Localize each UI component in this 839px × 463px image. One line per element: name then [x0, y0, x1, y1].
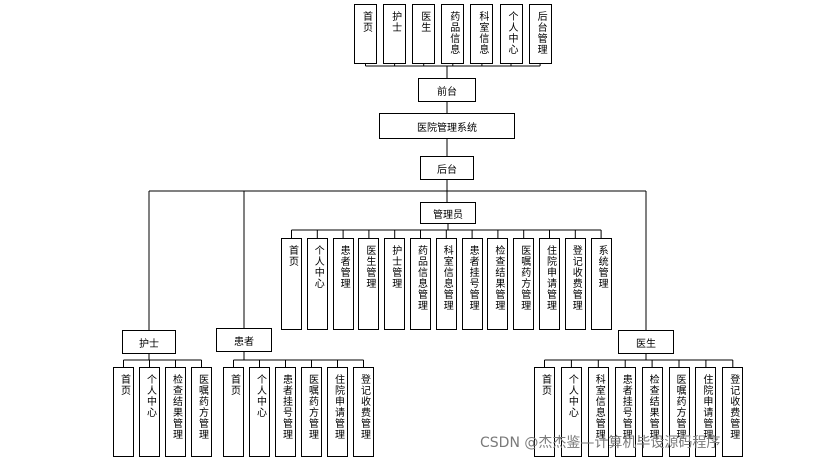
module-label: 个人中心 [312, 245, 324, 289]
module-box: 医生管理 [358, 238, 380, 330]
module-label: 患者挂号管理 [620, 374, 632, 440]
module-label: 住院申请管理 [700, 374, 712, 440]
module-box: 住院申请管理 [539, 238, 560, 330]
module-label: 登记收费管理 [570, 245, 582, 311]
module-label: 个人中心 [566, 374, 578, 418]
front-label: 前台 [437, 86, 457, 98]
module-box: 首页 [354, 4, 377, 64]
module-box: 登记收费管理 [564, 238, 586, 330]
module-box: 医嘱药方管理 [668, 367, 690, 457]
module-box: 医嘱药方管理 [513, 238, 535, 330]
module-label: 患者管理 [338, 245, 350, 289]
module-label: 首页 [360, 11, 372, 33]
module-box: 医生 [412, 4, 436, 64]
module-box: 科室信息 [470, 4, 494, 64]
admin-box: 管理员 [420, 202, 476, 224]
module-label: 患者挂号管理 [280, 374, 292, 440]
module-box: 首页 [534, 367, 555, 457]
module-label: 医生管理 [363, 245, 375, 289]
module-box: 科室信息管理 [587, 367, 609, 457]
module-box: 护士管理 [384, 238, 406, 330]
csdn-watermark: CSDN @杰杰鉴—计算机毕设源码程序 [480, 435, 721, 451]
module-box: 患者挂号管理 [275, 367, 296, 457]
module-box: 患者挂号管理 [614, 367, 636, 457]
doctor-label: 医生 [636, 338, 656, 350]
module-box: 住院申请管理 [327, 367, 348, 457]
module-label: 医嘱药方管理 [674, 374, 685, 440]
module-box: 检查结果管理 [165, 367, 186, 457]
module-label: 首页 [118, 374, 130, 396]
module-box: 患者挂号管理 [461, 238, 483, 330]
module-label: 系统管理 [596, 245, 608, 289]
module-label: 检查结果管理 [170, 374, 182, 440]
module-label: 检查结果管理 [492, 245, 504, 311]
front-box: 前台 [418, 78, 476, 102]
module-label: 医嘱药方管理 [196, 374, 208, 440]
module-label: 护士 [389, 11, 401, 33]
module-box: 检查结果管理 [641, 367, 663, 457]
module-label: 首页 [286, 245, 298, 267]
module-label: 住院申请管理 [332, 374, 344, 440]
module-box: 首页 [223, 367, 244, 457]
nurse-label: 护士 [139, 338, 159, 350]
module-box: 医嘱药方管理 [301, 367, 322, 457]
module-label: 护士管理 [389, 245, 401, 289]
module-box: 个人中心 [560, 367, 582, 457]
module-box: 医嘱药方管理 [191, 367, 212, 457]
patient-box: 患者 [216, 328, 272, 352]
module-label: 首页 [539, 374, 551, 396]
module-box: 检查结果管理 [487, 238, 509, 330]
module-label: 患者挂号管理 [467, 245, 479, 311]
module-box: 系统管理 [590, 238, 612, 330]
system-label: 医院管理系统 [417, 122, 477, 134]
module-box: 患者管理 [332, 238, 354, 330]
module-box: 个人中心 [499, 4, 523, 64]
module-label: 个人中心 [144, 374, 156, 418]
module-label: 首页 [228, 374, 240, 396]
module-box: 首页 [281, 238, 302, 330]
module-label: 科室信息管理 [593, 374, 605, 440]
module-label: 个人中心 [254, 374, 266, 418]
module-box: 首页 [113, 367, 134, 457]
module-box: 护士 [383, 4, 407, 64]
module-label: 医嘱药方管理 [306, 374, 318, 440]
module-label: 药品信息管理 [415, 245, 427, 311]
module-label: 科室信息管理 [441, 245, 453, 311]
module-box: 个人中心 [139, 367, 160, 457]
back-box: 后台 [420, 156, 474, 180]
module-label: 后台管理 [535, 11, 547, 55]
module-box: 登记收费管理 [722, 367, 744, 457]
module-box: 个人中心 [249, 367, 270, 457]
doctor-box: 医生 [618, 330, 674, 354]
module-label: 医生 [418, 11, 430, 33]
admin-label: 管理员 [433, 209, 463, 221]
module-label: 住院申请管理 [544, 245, 556, 311]
module-label: 个人中心 [506, 11, 517, 55]
patient-label: 患者 [234, 336, 254, 348]
module-box: 个人中心 [306, 238, 328, 330]
module-label: 医嘱药方管理 [518, 245, 530, 311]
system-box: 医院管理系统 [379, 113, 515, 139]
module-box: 住院申请管理 [695, 367, 717, 457]
module-box: 科室信息管理 [435, 238, 457, 330]
module-label: 检查结果管理 [647, 374, 659, 440]
module-box: 后台管理 [528, 4, 552, 64]
module-label: 登记收费管理 [727, 374, 739, 440]
module-box: 药品信息 [441, 4, 465, 64]
module-label: 药品信息 [447, 11, 459, 55]
module-label: 登记收费管理 [358, 374, 370, 440]
module-box: 药品信息管理 [410, 238, 431, 330]
module-label: 科室信息 [476, 11, 488, 55]
module-box: 登记收费管理 [353, 367, 374, 457]
nurse-box: 护士 [122, 330, 176, 354]
back-label: 后台 [437, 164, 457, 176]
